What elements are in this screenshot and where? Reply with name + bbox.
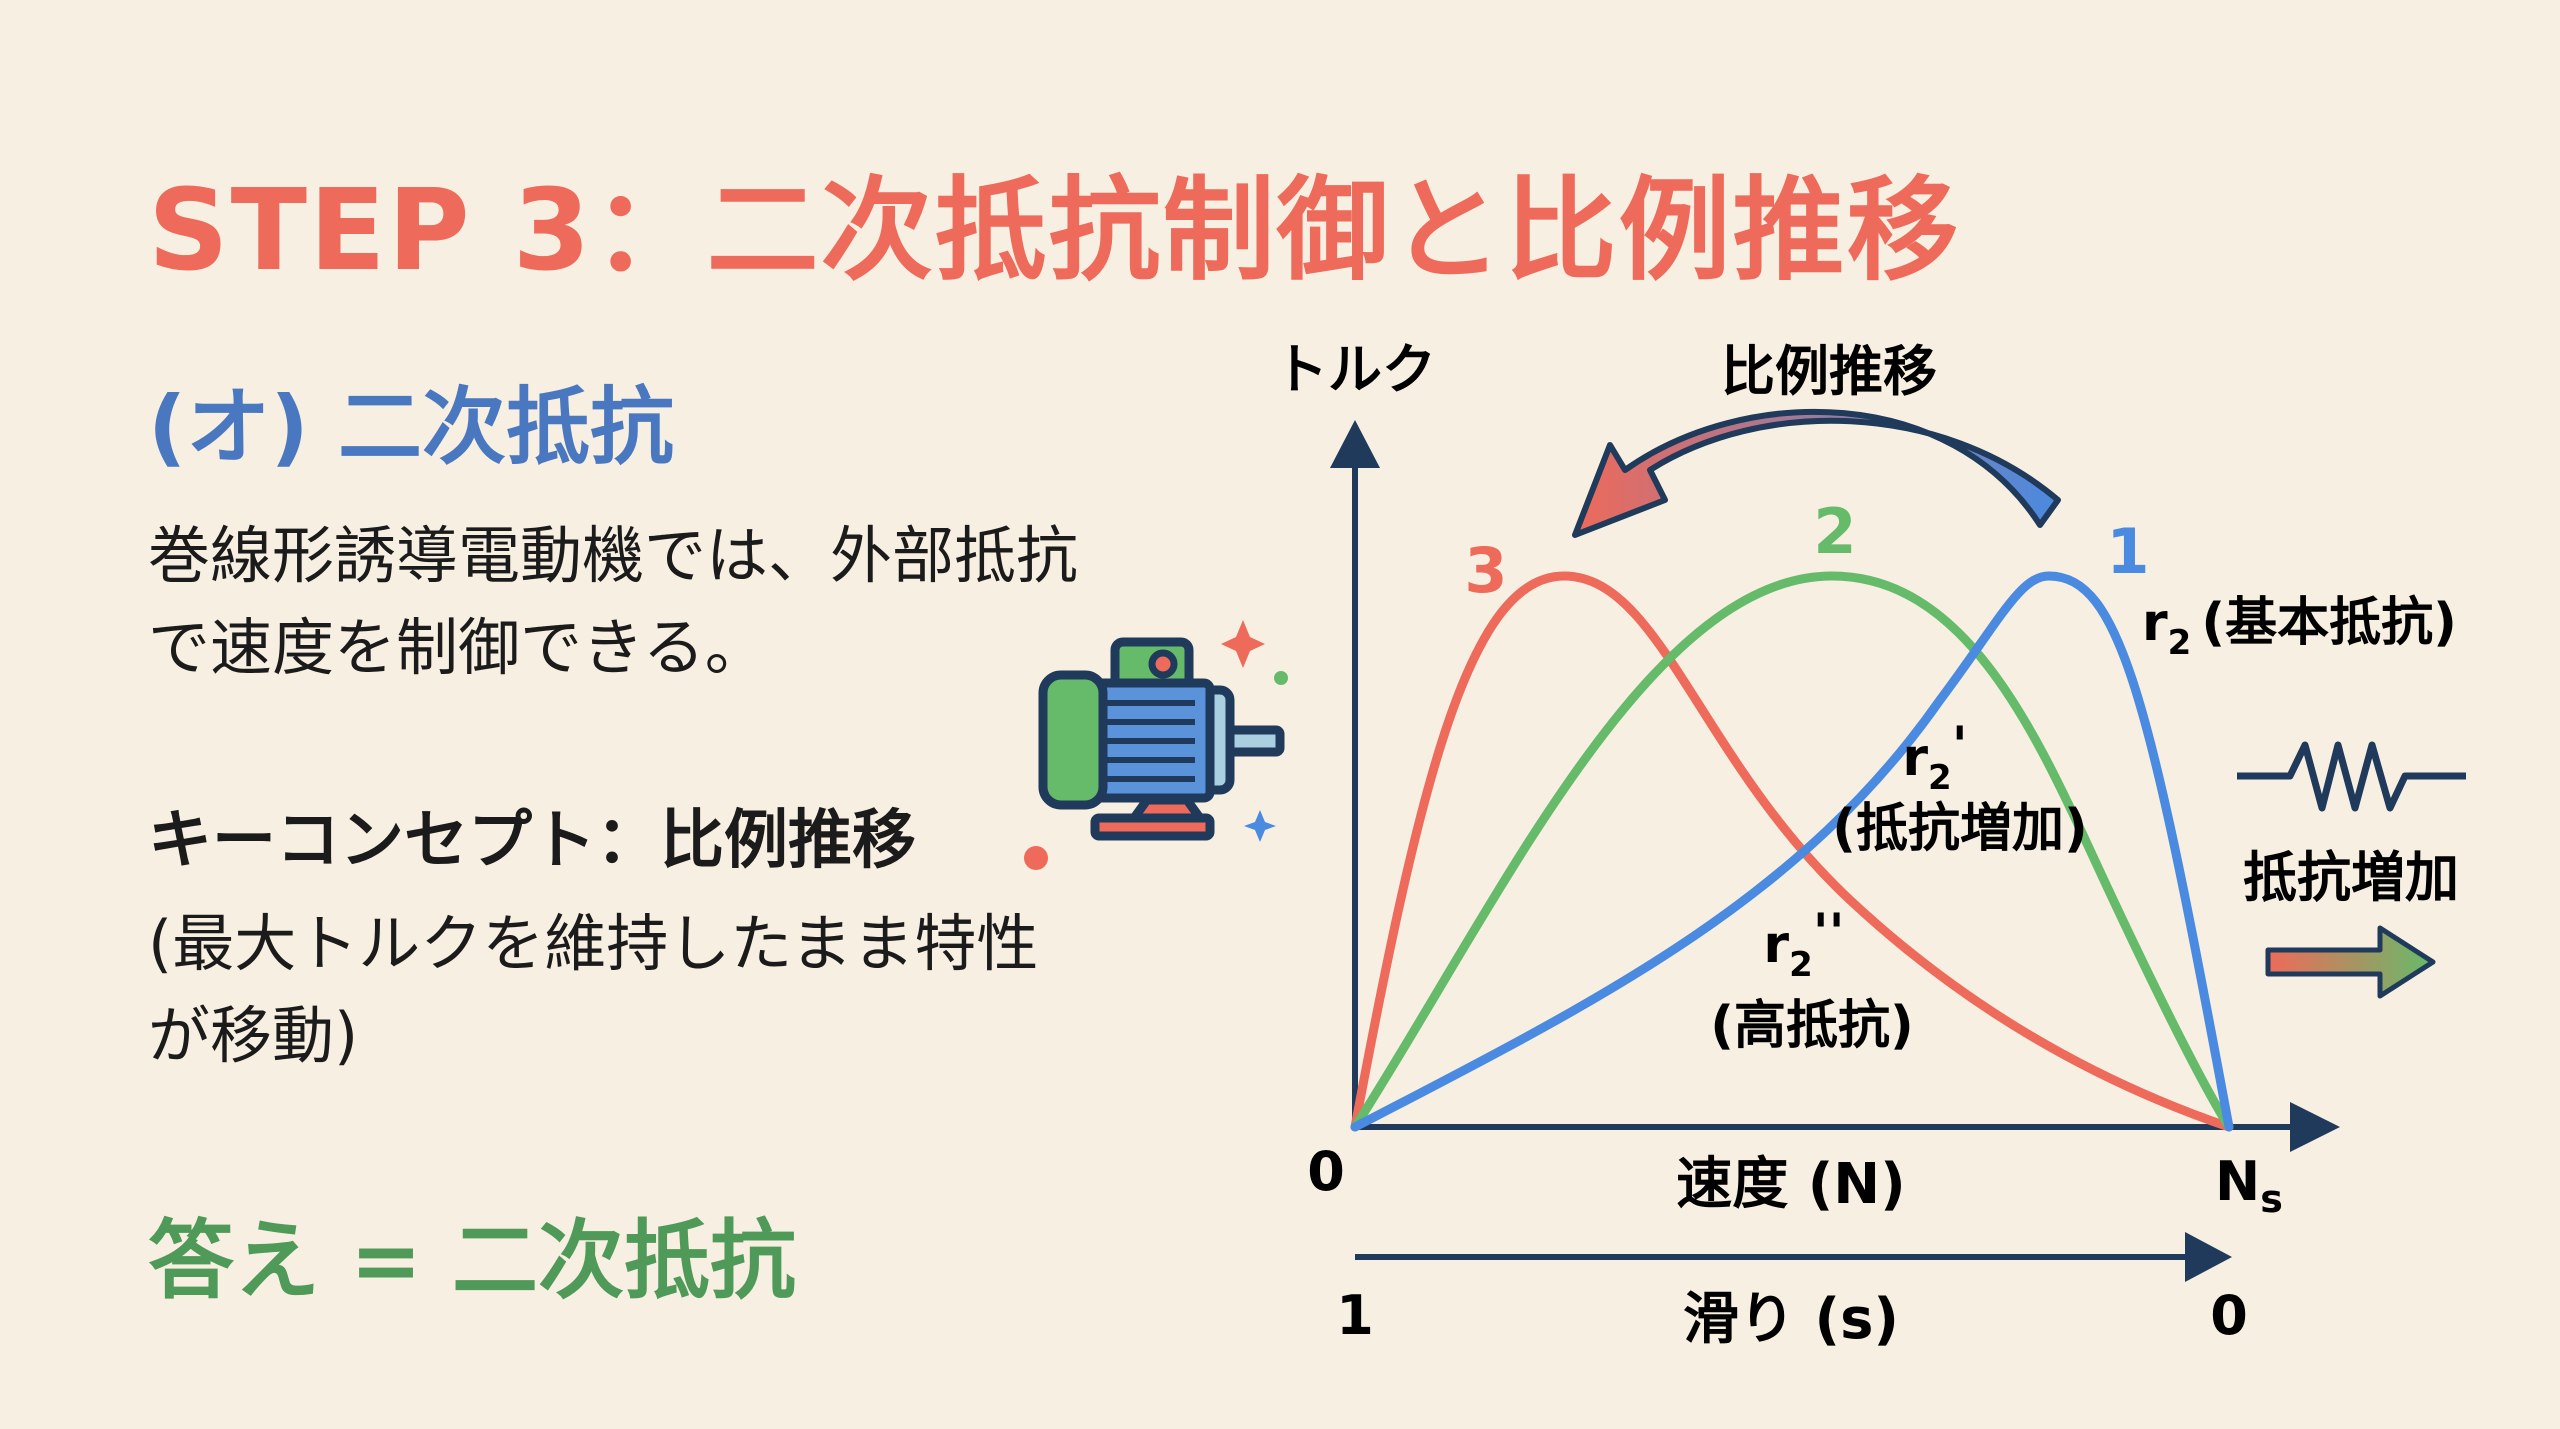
shift-label: 比例推移 [1721,340,1937,403]
page-title: STEP 3：二次抵抗制御と比例推移 [148,166,1961,296]
x-end-label: Ns [2215,1150,2283,1221]
x-axis-label: 速度 (N) [1676,1152,1906,1217]
motor-icon [1038,637,1285,841]
section-subtitle: (オ) 二次抵抗 [148,378,675,476]
sparkle-icon [1024,620,1288,870]
key-concept-title: キーコンセプト：比例推移 [148,804,916,878]
resistance-increase-label: 抵抗増加 [2243,846,2459,909]
description-line: 巻線形誘導電動機では、外部抵抗 [148,519,1079,592]
torque-curve-3 [1350,571,2234,1132]
svg-text:r2'': r2'' [1763,903,1844,985]
y-axis-arrow [1330,420,1380,468]
svg-text:(抵抗増加): (抵抗増加) [1832,799,2088,859]
key-concept-description: (最大トルクを維持したまま特性 が移動) [148,898,1038,1082]
description-line: で速度を制御できる。 [148,611,767,684]
svg-text:r2': r2' [1902,716,1967,798]
curved-arrow-left-icon [1572,408,2061,538]
torque-curve-2 [1350,571,2234,1132]
curve-number-3: 3 [1464,534,1507,607]
description: 巻線形誘導電動機では、外部抵抗 で速度を制御できる。 [148,510,1078,694]
torque-curve-1 [1350,571,2234,1132]
svg-text:r2(基本抵抗): r2(基本抵抗) [2142,593,2457,663]
slip-start-label: 1 [1336,1284,1374,1347]
arrow-right-icon [2265,925,2436,999]
slip-end-label: 0 [2210,1284,2248,1347]
resistor-icon [2237,741,2466,812]
r2-double-prime-label: r2'' (高抵抗) [1710,903,1914,1056]
x-axis-arrow [2290,1102,2340,1152]
curve-number-1: 1 [2106,515,2149,588]
answer: 答え = 二次抵抗 [148,1211,796,1311]
y-axis-label: トルク [1274,338,1436,401]
x-origin-label: 0 [1307,1140,1345,1203]
slip-axis-arrow [2185,1232,2232,1282]
r2-label: r2(基本抵抗) [2142,593,2457,663]
svg-text:(高抵抗): (高抵抗) [1710,996,1914,1056]
r2-prime-label: r2' (抵抗増加) [1832,716,2088,859]
curve-number-2: 2 [1813,495,1856,568]
key-concept-line: (最大トルクを維持したまま特性 [148,907,1039,980]
slip-label: 滑り (s) [1683,1287,1899,1352]
key-concept-line: が移動) [148,999,359,1072]
